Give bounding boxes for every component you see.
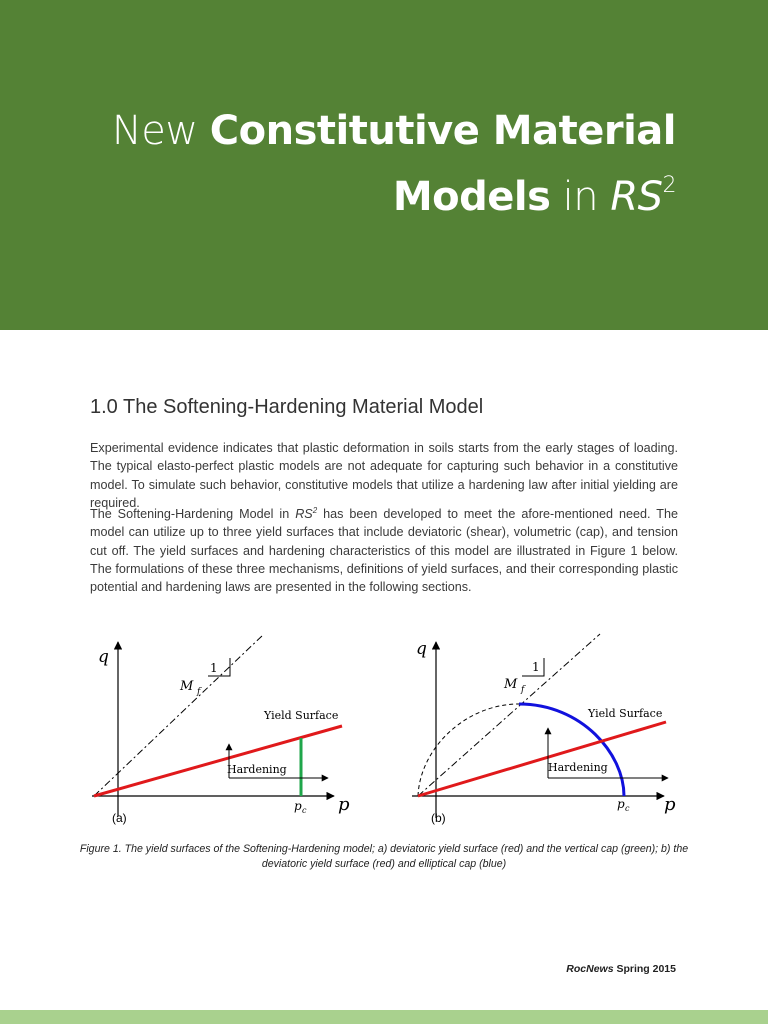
paragraph-2-start: The Softening-Hardening Model in bbox=[90, 507, 296, 521]
panel-b-mf-f: f bbox=[520, 685, 526, 695]
panel-a-pc-c: c bbox=[302, 806, 307, 815]
panel-a-pc-p: p bbox=[294, 799, 302, 813]
panel-b-slope-one: 1 bbox=[532, 660, 540, 674]
footer-publication: RocNews Spring 2015 bbox=[566, 963, 676, 975]
panel-a-critical-state-line bbox=[93, 633, 265, 797]
panel-a-deviatoric-surface bbox=[93, 724, 343, 798]
panel-b: q p 1 M f Yield Surface Hardening p c (b… bbox=[412, 633, 676, 825]
title-product: RS bbox=[610, 174, 663, 220]
footer-bar bbox=[0, 1010, 768, 1024]
panel-b-critical-state-line bbox=[417, 633, 601, 797]
panel-b-mf-m: M bbox=[503, 677, 518, 692]
panel-b-q-label: q bbox=[416, 639, 427, 659]
panel-b-yield-label: Yield Surface bbox=[587, 707, 662, 720]
panel-a-p-label: p bbox=[338, 794, 350, 815]
title-emphasis-2: Models bbox=[392, 174, 551, 220]
figure-1-svg: q p 1 M f Yield Surface Hardening p c (a… bbox=[92, 633, 676, 825]
figure-caption: Figure 1. The yield surfaces of the Soft… bbox=[79, 843, 689, 870]
panel-b-slope-triangle bbox=[522, 658, 545, 677]
panel-b-pc-c: c bbox=[625, 804, 630, 813]
panel-b-p-label: p bbox=[664, 794, 676, 815]
paragraph-2-product: RS bbox=[295, 507, 313, 521]
panel-a-mf-m: M bbox=[179, 679, 194, 694]
title-banner: New Constitutive Material Models in RS2 bbox=[0, 0, 768, 330]
panel-a-hardening-label: Hardening bbox=[227, 763, 287, 776]
panel-b-label: (b) bbox=[431, 811, 446, 825]
section-heading: 1.0 The Softening-Hardening Material Mod… bbox=[90, 396, 484, 418]
panel-b-pc-p: p bbox=[617, 797, 625, 811]
panel-a: q p 1 M f Yield Surface Hardening p c (a… bbox=[92, 633, 350, 825]
figure-1: q p 1 M f Yield Surface Hardening p c (a… bbox=[84, 628, 684, 838]
footer-publication-name: RocNews bbox=[566, 963, 614, 975]
panel-b-deviatoric-surface bbox=[417, 720, 667, 798]
panel-a-mf-f: f bbox=[196, 687, 202, 697]
paragraph-2-rest: has been developed to meet the afore-men… bbox=[90, 507, 678, 595]
panel-a-label: (a) bbox=[112, 811, 127, 825]
title-emphasis-1: Constitutive Material bbox=[209, 108, 677, 154]
paragraph-1: Experimental evidence indicates that pla… bbox=[90, 441, 678, 510]
footer-issue: Spring 2015 bbox=[613, 963, 676, 975]
title-superscript: 2 bbox=[662, 173, 677, 198]
paragraph-2-superscript: 2 bbox=[312, 506, 318, 515]
panel-b-dashed-cap bbox=[417, 703, 520, 797]
panel-a-q-label: q bbox=[98, 647, 109, 667]
panel-a-slope-triangle bbox=[208, 658, 231, 677]
title-word-in: in bbox=[550, 174, 611, 220]
page-title: New Constitutive Material Models in RS2 bbox=[111, 98, 677, 230]
paragraph-2: The Softening-Hardening Model in RS2 has… bbox=[90, 505, 678, 596]
title-word-new: New bbox=[111, 108, 210, 154]
panel-a-slope-one: 1 bbox=[210, 661, 218, 675]
panel-a-yield-label: Yield Surface bbox=[263, 709, 338, 722]
panel-b-elliptical-cap bbox=[518, 702, 626, 797]
panel-b-hardening-label: Hardening bbox=[548, 761, 608, 774]
